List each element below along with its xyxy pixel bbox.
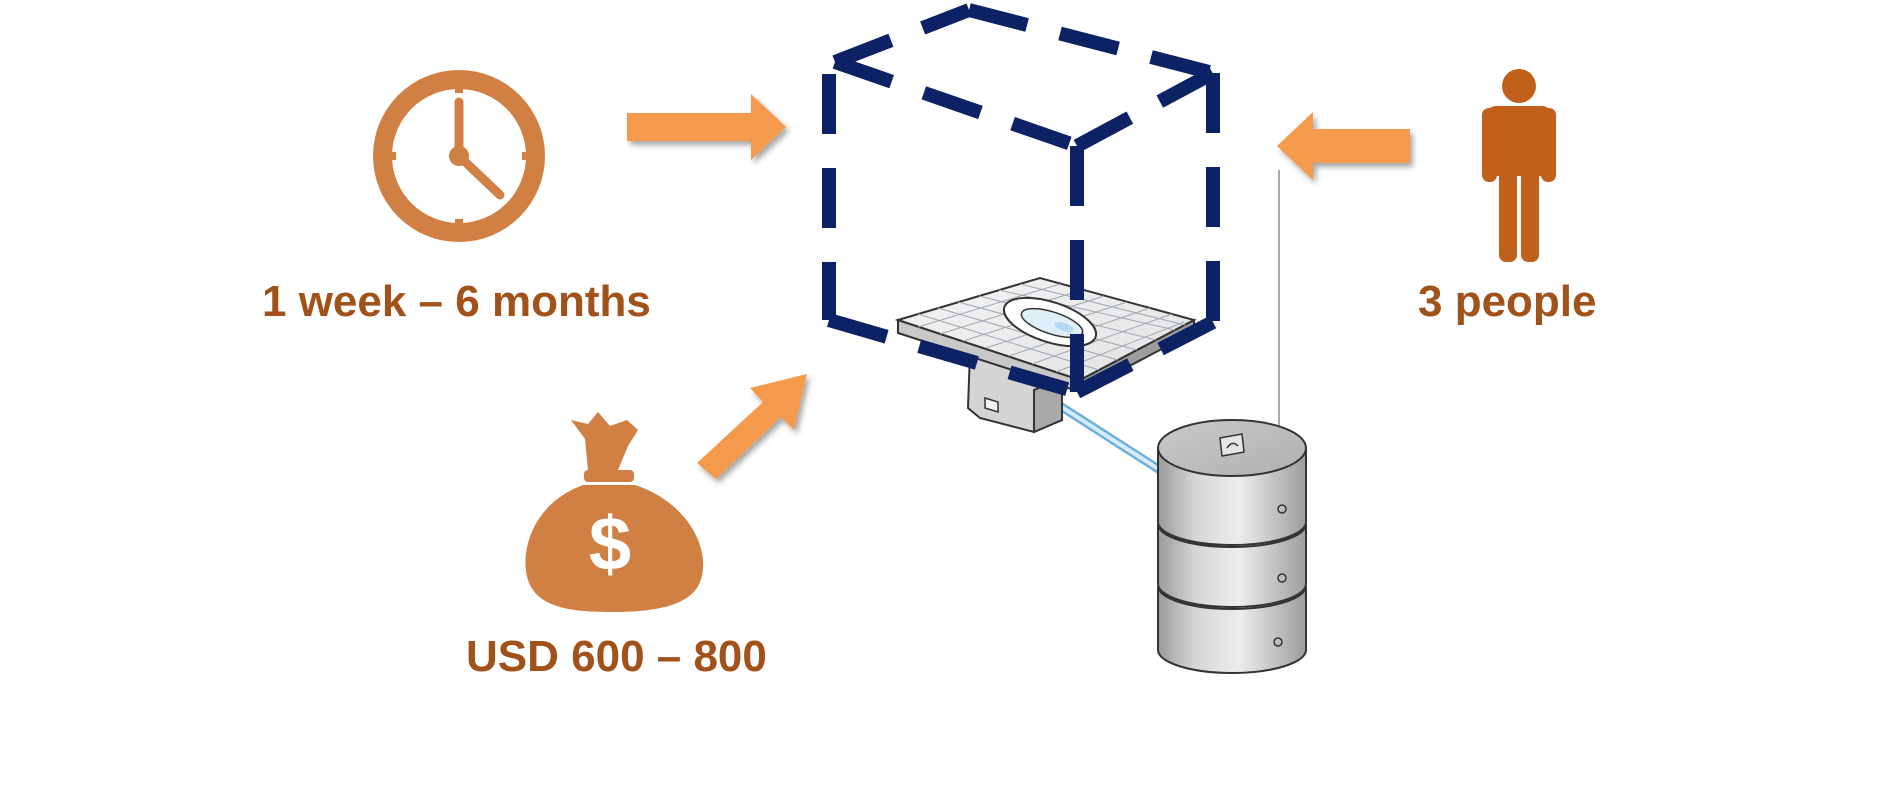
concrete-ring-tank	[1157, 419, 1307, 674]
dashed-box-superstructure	[822, 3, 1220, 399]
clock-icon	[373, 70, 545, 242]
money-bag-icon: $	[525, 412, 704, 612]
arrow-time-to-structure	[627, 94, 786, 160]
person-icon	[1482, 69, 1556, 262]
arrow-cost-to-structure	[697, 374, 807, 479]
connecting-pipe	[1052, 399, 1168, 477]
users-label: 3 people	[1418, 277, 1597, 326]
duration-label: 1 week – 6 months	[262, 277, 651, 326]
dollar-sign: $	[589, 502, 631, 587]
arrow-users-to-structure	[1277, 112, 1410, 180]
cost-label: USD 600 – 800	[466, 632, 767, 681]
